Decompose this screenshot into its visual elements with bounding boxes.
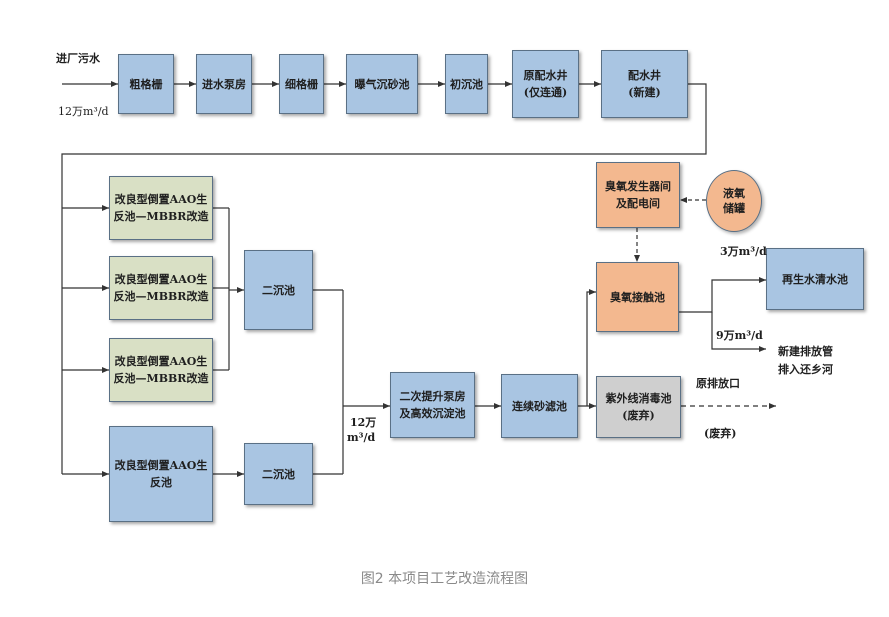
ozone-contact-box: 臭氧接触池 <box>596 262 679 332</box>
fine-screen-box: 细格栅 <box>279 54 324 114</box>
original-outlet-label: 原排放口 <box>696 377 740 390</box>
aao-mbbr-1-box: 改良型倒置AAO生 反池—MBBR改造 <box>109 176 213 240</box>
flow-3-label: 3万m³/d <box>720 245 767 258</box>
liquid-oxygen-tank: 液氧 储罐 <box>706 170 762 232</box>
original-well-box: 原配水井 (仅连通) <box>512 50 579 118</box>
inflow-flow-label: 12万m³/d <box>58 105 109 118</box>
distribution-well-box: 配水井 (新建) <box>601 50 688 118</box>
aao-4-box: 改良型倒置AAO生 反池 <box>109 426 213 522</box>
flow-12-label: 12万 <box>350 416 377 429</box>
coarse-screen-box: 粗格栅 <box>118 54 174 114</box>
figure-caption: 图2 本项目工艺改造流程图 <box>360 571 529 587</box>
secondary-clarifier-1-box: 二沉池 <box>244 250 313 330</box>
uv-disinfection-box: 紫外线消毒池 (废弃) <box>596 376 681 438</box>
pump-house-box: 进水泵房 <box>196 54 252 114</box>
reclaimed-water-box: 再生水清水池 <box>766 248 864 310</box>
ozone-generator-box: 臭氧发生器间 及配电间 <box>596 162 680 228</box>
lift-pump-box: 二次提升泵房 及高效沉淀池 <box>390 372 475 438</box>
aao-mbbr-2-box: 改良型倒置AAO生 反池—MBBR改造 <box>109 256 213 320</box>
secondary-clarifier-2-box: 二沉池 <box>244 443 313 505</box>
primary-clarifier-box: 初沉池 <box>445 54 488 114</box>
new-pipe-river-label: 排入还乡河 <box>778 363 833 376</box>
flow-9-label: 9万m³/d <box>716 329 763 342</box>
abandoned-label: (废弃) <box>704 427 737 440</box>
flow-12-unit-label: m³/d <box>347 431 376 444</box>
aao-mbbr-3-box: 改良型倒置AAO生 反池—MBBR改造 <box>109 338 213 402</box>
new-pipe-label: 新建排放管 <box>778 345 833 358</box>
sand-filter-box: 连续砂滤池 <box>501 374 578 438</box>
aerated-grit-box: 曝气沉砂池 <box>346 54 418 114</box>
inflow-label: 进厂污水 <box>56 52 100 65</box>
